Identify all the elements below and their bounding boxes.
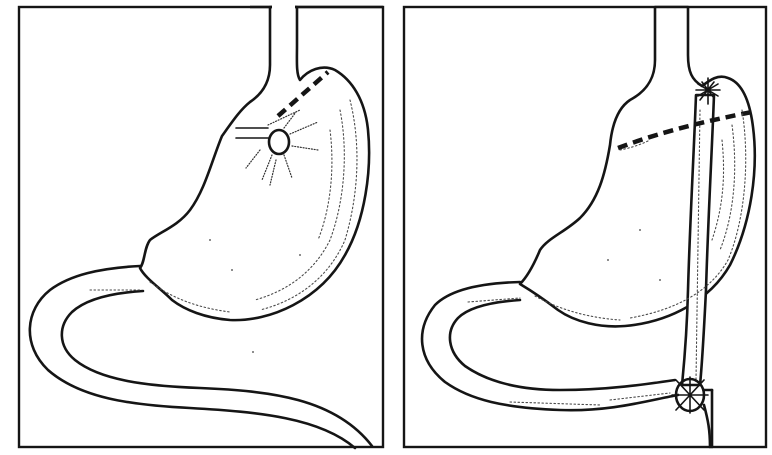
speckle (299, 254, 301, 256)
right-lower-anastomosis-sutures (672, 377, 708, 413)
speckle (209, 239, 211, 241)
speckle (607, 259, 609, 261)
speckle (639, 229, 641, 231)
right-panel (404, 7, 766, 447)
left-panel (19, 7, 383, 448)
speckle (252, 351, 254, 353)
speckle (659, 279, 661, 281)
speckle (231, 269, 233, 271)
